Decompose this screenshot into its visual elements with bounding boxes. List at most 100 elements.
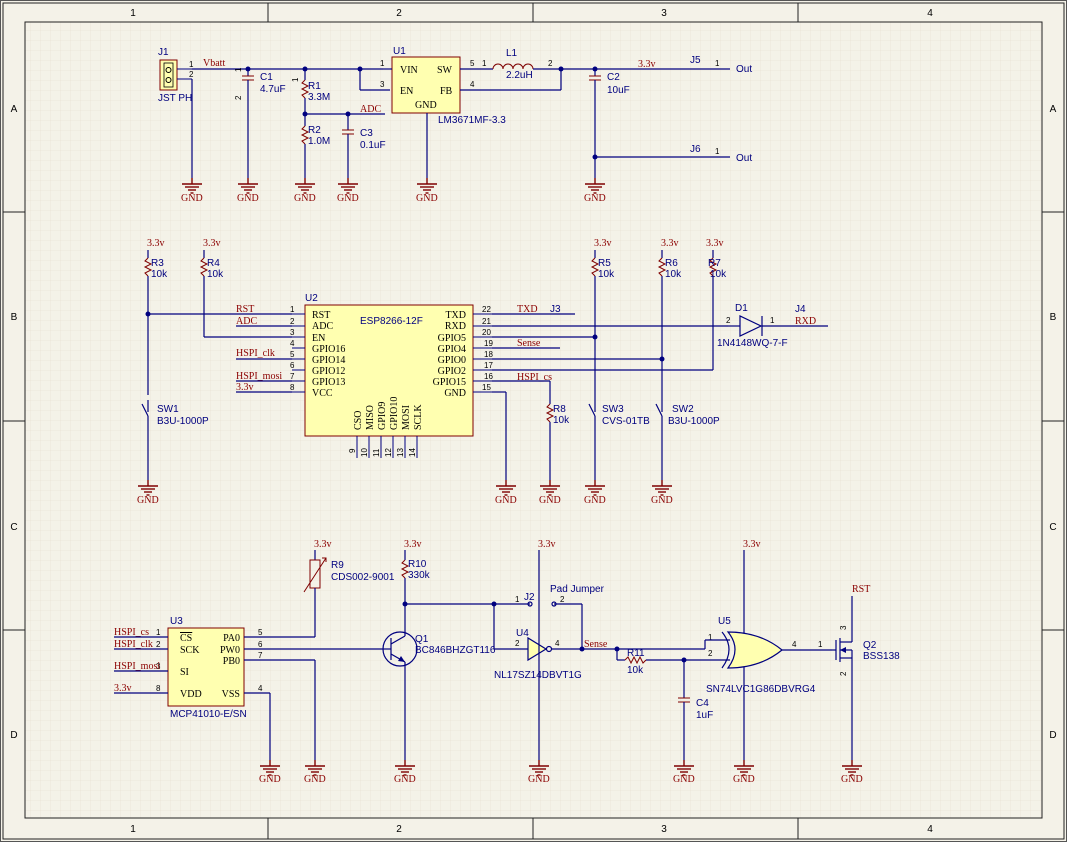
resistor-r11[interactable]: R11 10k — [624, 648, 647, 676]
u2-pin-adc: ADC — [312, 321, 333, 332]
svg-text:3: 3 — [380, 80, 385, 89]
u1-pin-fb: FB — [440, 86, 453, 97]
connector-j5[interactable]: J5 1 Out — [690, 55, 752, 75]
col-label-top-2: 2 — [396, 8, 402, 19]
u3-pin-vdd: VDD — [180, 689, 202, 700]
u4-ref: U4 — [516, 628, 529, 639]
resistor-r6[interactable]: R6 10k — [657, 257, 682, 280]
net-3v3-r4: 3.3v — [203, 238, 221, 249]
switch-sw3[interactable]: SW3 CVS-01TB — [588, 400, 650, 427]
regulator-u1[interactable]: 1 3 5 4 VIN SW EN FB GND U1 LM3671MF-3.3 — [380, 46, 506, 126]
net-3v3-r5: 3.3v — [594, 238, 612, 249]
svg-text:19: 19 — [484, 339, 493, 348]
gnd-label-c1: GND — [237, 193, 259, 204]
svg-text:1: 1 — [482, 59, 487, 68]
r10-value: 330k — [408, 570, 431, 581]
j6-ref: J6 — [690, 144, 701, 155]
svg-text:2: 2 — [839, 671, 848, 676]
resistor-r3[interactable]: R3 10k — [143, 257, 168, 280]
svg-text:1: 1 — [770, 316, 775, 325]
j6-label: Out — [736, 153, 752, 164]
connector-j1[interactable]: 1 2 J1 JST PH — [158, 47, 194, 104]
svg-text:1: 1 — [156, 628, 161, 637]
schmitt-inverter-u4[interactable]: 2 4 U4 NL17SZ14DBVT1G — [494, 628, 582, 681]
gnd-label-sw1: GND — [137, 495, 159, 506]
net-vbatt: Vbatt — [203, 58, 225, 69]
net-3v3-r7: 3.3v — [706, 238, 724, 249]
svg-text:13: 13 — [396, 448, 405, 457]
resistor-r10[interactable]: R10 330k — [400, 559, 431, 581]
c1-value: 4.7uF — [260, 84, 286, 95]
j5-ref: J5 — [690, 55, 701, 66]
switch-sw1[interactable]: SW1 B3U-1000P — [141, 400, 209, 427]
power-section: 1 2 J1 JST PH Vbatt GND 1 2 C1 4.7uF GND — [158, 46, 752, 204]
resistor-r2[interactable]: R2 1.0M — [300, 125, 330, 147]
svg-text:4: 4 — [555, 639, 560, 648]
inductor-l1[interactable]: 1 2 L1 2.2uH — [482, 48, 553, 81]
q1-value: BC846BHZGT116 — [415, 645, 496, 656]
net-3v3-u4: 3.3v — [538, 539, 556, 550]
svg-text:7: 7 — [258, 651, 263, 660]
u2-pin-gpio9: GPIO9 — [377, 402, 388, 430]
c2-ref: C2 — [607, 72, 620, 83]
c4-value: 1uF — [696, 710, 713, 721]
capacitor-c1[interactable]: 1 2 C1 4.7uF — [234, 67, 286, 178]
net-3v3-r9: 3.3v — [314, 539, 332, 550]
gnd-label-q2: GND — [841, 774, 863, 785]
svg-text:1: 1 — [380, 59, 385, 68]
svg-text:7: 7 — [290, 372, 295, 381]
svg-text:2: 2 — [560, 595, 565, 604]
svg-text:1: 1 — [290, 305, 295, 314]
gnd-label-r8: GND — [539, 495, 561, 506]
svg-text:15: 15 — [482, 383, 491, 392]
svg-text:1: 1 — [515, 595, 520, 604]
gnd-label-c4: GND — [673, 774, 695, 785]
svg-text:21: 21 — [482, 317, 491, 326]
svg-text:2: 2 — [156, 640, 161, 649]
resistor-r8[interactable]: R8 10k — [545, 403, 570, 426]
switch-sw2[interactable]: SW2 B3U-1000P — [655, 400, 720, 427]
net-3v3-top: 3.3v — [638, 59, 656, 70]
c1-ref: C1 — [260, 72, 273, 83]
u1-pin-gnd: GND — [415, 100, 437, 111]
q2-value: BSS138 — [863, 651, 900, 662]
j5-label: Out — [736, 64, 752, 75]
svg-text:2: 2 — [234, 95, 243, 100]
resistor-r4[interactable]: R4 10k — [199, 257, 224, 280]
row-label-left-c: C — [10, 522, 17, 533]
u3-pin-cs: CS — [180, 633, 192, 644]
svg-text:2: 2 — [708, 649, 713, 658]
net-3v3-u3: 3.3v — [114, 683, 132, 694]
u2-pin-gpio14: GPIO14 — [312, 355, 345, 366]
net-hspi-mosi-u2: HSPI_mosi — [236, 371, 282, 382]
row-label-right-b: B — [1050, 312, 1057, 323]
digipot-u3[interactable]: U3 MCP41010-E/SN CS SCK SI VDD PA0 PW0 P… — [156, 616, 263, 720]
svg-text:1: 1 — [234, 67, 243, 72]
col-label-top-4: 4 — [927, 8, 933, 19]
svg-text:5: 5 — [290, 350, 295, 359]
xor-gate-u5[interactable]: 1 2 4 U5 SN74LVC1G86DBVRG4 — [706, 616, 816, 695]
j2-ref: J2 — [524, 592, 535, 603]
sw1-ref: SW1 — [157, 404, 179, 415]
svg-text:3: 3 — [839, 625, 848, 630]
j1-value: JST PH — [158, 93, 192, 104]
svg-text:14: 14 — [408, 448, 417, 457]
r6-value: 10k — [665, 269, 682, 280]
net-rxd: RXD — [795, 316, 816, 327]
connector-j6[interactable]: J6 1 Out — [690, 144, 752, 164]
r7-ref: R7 — [708, 258, 721, 269]
svg-text:1: 1 — [818, 640, 823, 649]
module-u2[interactable]: U2 ESP8266-12F — [290, 293, 493, 458]
gnd-label-u3-vss: GND — [259, 774, 281, 785]
resistor-r5[interactable]: R5 10k — [590, 257, 615, 280]
resistor-r7[interactable]: R7 10k — [708, 257, 727, 280]
row-label-left-a: A — [11, 104, 18, 115]
capacitor-c3[interactable]: C3 0.1uF — [342, 114, 386, 178]
svg-text:16: 16 — [484, 372, 493, 381]
net-txd: TXD — [517, 304, 538, 315]
gnd-label-u5: GND — [733, 774, 755, 785]
u2-pin-gpio4: GPIO4 — [438, 344, 466, 355]
net-rst: RST — [236, 304, 254, 315]
net-sense-u2: Sense — [517, 338, 541, 349]
